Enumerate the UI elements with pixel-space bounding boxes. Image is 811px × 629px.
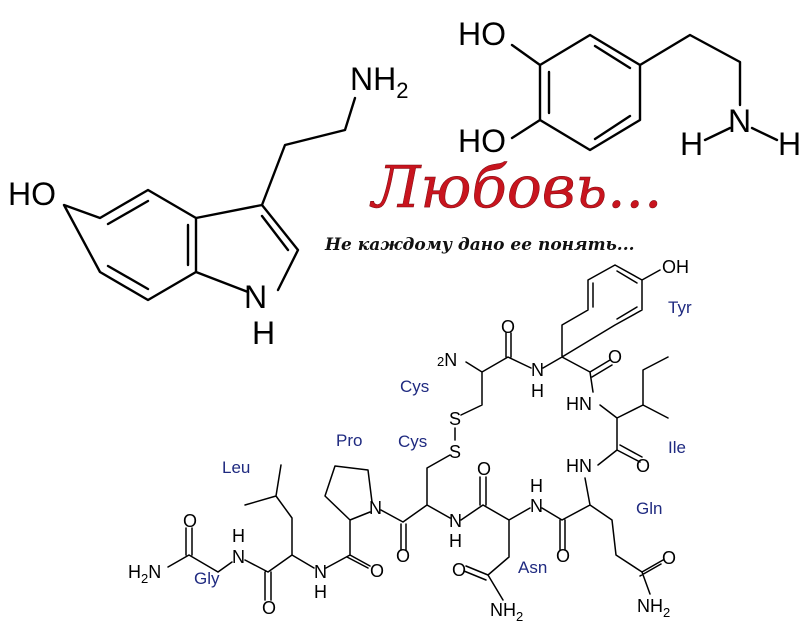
asn-nh2-label: NH2	[490, 600, 523, 624]
residue-label-cys: Cys	[400, 377, 429, 396]
dopamine-molecule: HO HO N H H	[458, 16, 801, 162]
gly-h2n-label: H2N	[128, 562, 161, 586]
pro-n-label: N	[369, 498, 382, 518]
dopamine-n-label: N	[728, 103, 751, 139]
hn-label: HN	[566, 456, 592, 476]
o-label: O	[262, 598, 276, 618]
hn-label: HN	[566, 394, 592, 414]
residue-label-tyr: Tyr	[668, 298, 692, 317]
oxytocin-molecule: OH 2N O N H O HN HN O S S O N H N H O O …	[128, 257, 692, 624]
dopamine-h-left-label: H	[680, 126, 703, 162]
h-label: H	[232, 526, 245, 546]
o-label: O	[452, 560, 466, 580]
o-label: O	[183, 511, 197, 531]
residue-label-ile: Ile	[668, 438, 686, 457]
serotonin-ho-label: HO	[8, 176, 56, 212]
o-label: O	[662, 548, 676, 568]
h-label: H	[530, 476, 543, 496]
o-label: O	[556, 546, 570, 566]
n-label: N	[314, 562, 327, 582]
subtitle: Не каждому дано ее понять...	[324, 235, 635, 255]
n-label: N	[449, 511, 462, 531]
residue-label-cys: Cys	[398, 432, 427, 451]
s-label: S	[449, 442, 461, 462]
h-label: H	[449, 531, 462, 551]
o-label: O	[477, 459, 491, 479]
dopamine-bonds	[510, 33, 779, 152]
serotonin-molecule: HO NH2 N H	[8, 61, 408, 351]
serotonin-n-label: N	[244, 279, 267, 315]
o-label: O	[396, 546, 410, 566]
n-label: N	[232, 547, 245, 567]
n-label: N	[531, 360, 544, 380]
residue-label-gly: Gly	[194, 569, 220, 588]
h-label: H	[531, 381, 544, 401]
tyr-oh-label: OH	[662, 257, 689, 277]
residue-label-gln: Gln	[636, 499, 662, 518]
love-title: Любовь...	[369, 153, 662, 221]
o-label: O	[636, 456, 650, 476]
n-label: N	[530, 496, 543, 516]
serotonin-h-label: H	[252, 315, 275, 351]
residue-label-leu: Leu	[222, 458, 250, 477]
residue-label-asn: Asn	[518, 558, 547, 577]
n-terminus-label: 2N	[437, 350, 457, 370]
dopamine-ho-top-label: HO	[458, 16, 506, 52]
o-label: O	[370, 561, 384, 581]
o-label: O	[501, 317, 515, 337]
o-label: O	[608, 347, 622, 367]
gln-nh2-label: NH2	[637, 596, 670, 620]
residue-label-pro: Pro	[336, 431, 362, 450]
h-label: H	[314, 582, 327, 602]
oxytocin-bonds	[167, 264, 669, 601]
dopamine-h-right-label: H	[778, 126, 801, 162]
serotonin-nh2-label: NH2	[350, 61, 408, 103]
s-label: S	[449, 409, 461, 429]
serotonin-bonds	[62, 96, 357, 302]
dopamine-ho-bottom-label: HO	[458, 123, 506, 159]
